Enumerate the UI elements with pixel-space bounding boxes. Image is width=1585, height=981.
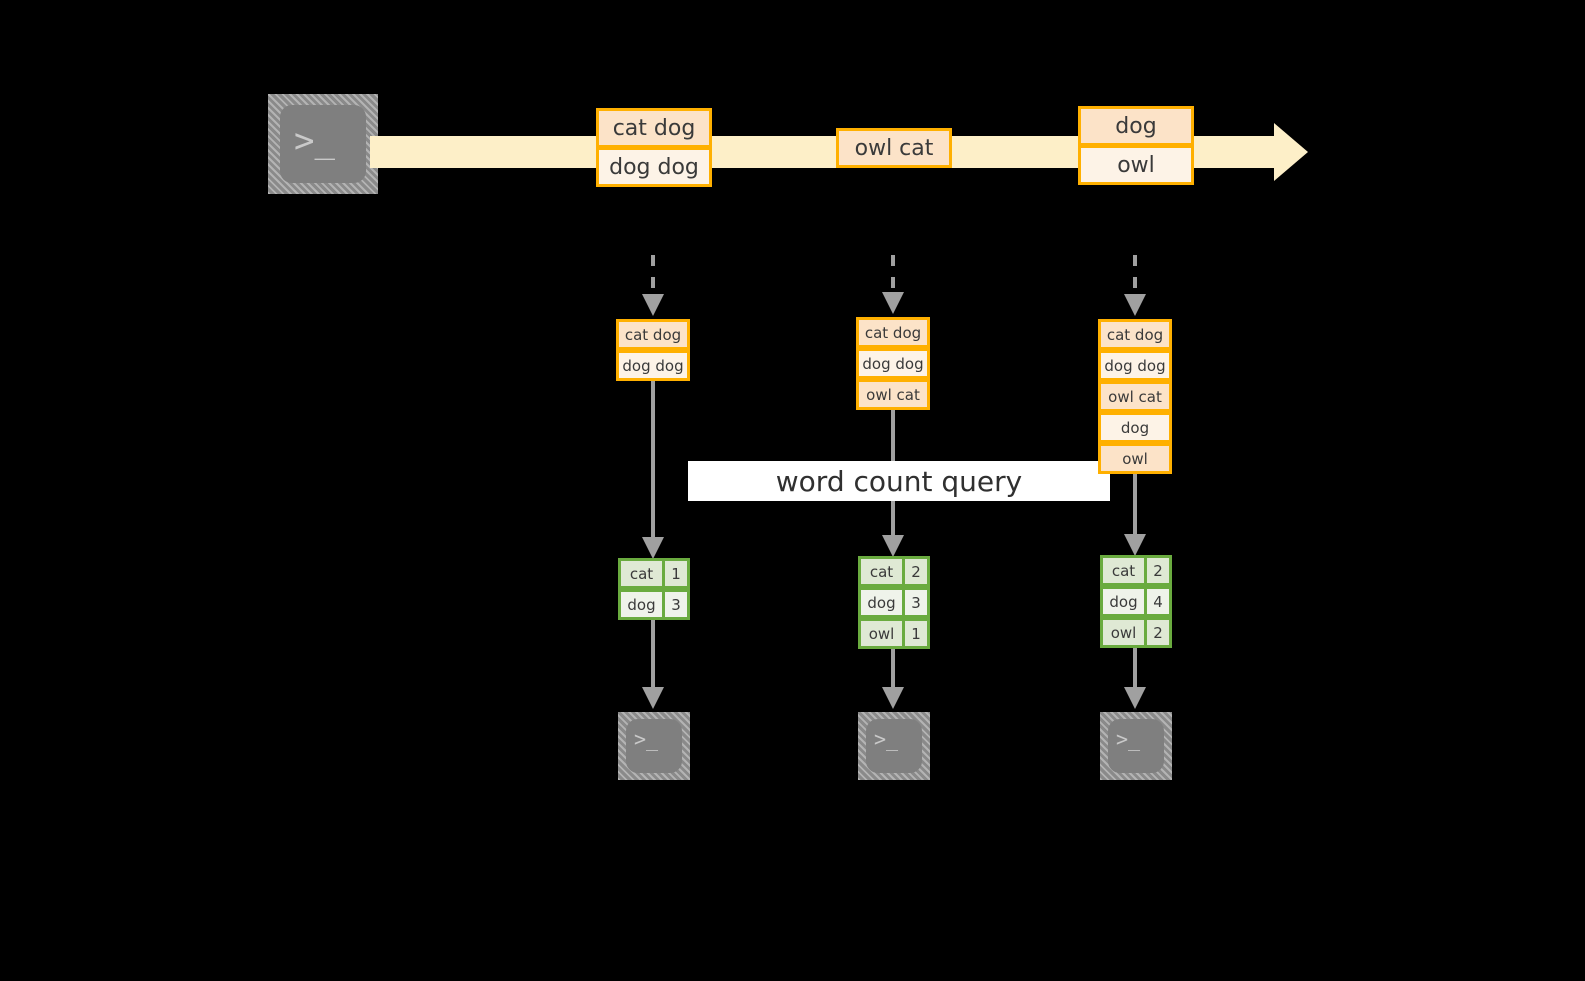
trigger-input-line	[1133, 255, 1137, 295]
result-word: dog	[1103, 589, 1148, 614]
stream-record: dog	[1078, 106, 1194, 146]
stream-record: owl	[1078, 145, 1194, 185]
result-word: cat	[861, 559, 906, 584]
trigger-input-record: cat dog	[856, 317, 930, 348]
query-connector-line	[1133, 474, 1137, 546]
trigger-input-arrowhead	[882, 292, 904, 314]
trigger-input-record: cat dog	[616, 319, 690, 350]
sink-connector-line	[1133, 648, 1137, 689]
trigger-input-record: cat dog	[1098, 319, 1172, 350]
terminal-prompt-glyph: >_	[874, 727, 899, 751]
trigger-input-record: owl cat	[1098, 381, 1172, 412]
sink-connector-line	[891, 649, 895, 689]
result-word: owl	[861, 621, 906, 646]
trigger-input-record: owl	[1098, 443, 1172, 474]
result-word: dog	[861, 590, 906, 615]
query-banner: word count query	[688, 461, 1110, 501]
terminal-body	[626, 719, 682, 773]
terminal-body	[866, 719, 922, 773]
trigger-input-arrowhead	[642, 294, 664, 316]
terminal-body	[1108, 719, 1164, 773]
result-table-row: owl 1	[858, 618, 930, 649]
result-table-row: dog 4	[1100, 586, 1172, 617]
stream-record: owl cat	[836, 128, 952, 168]
result-word: cat	[1103, 558, 1148, 583]
stream-record: dog dog	[596, 147, 712, 187]
result-table-row: owl 2	[1100, 617, 1172, 648]
trigger-input-record: dog dog	[1098, 350, 1172, 381]
result-count: 3	[671, 595, 681, 614]
result-table-row: cat 2	[1100, 555, 1172, 586]
result-count: 1	[671, 564, 681, 583]
trigger-input-record: dog dog	[616, 350, 690, 381]
sink-connector-line	[651, 620, 655, 688]
result-table-row: cat 1	[618, 558, 690, 589]
result-word: owl	[1103, 620, 1148, 645]
query-connector-arrowhead	[1124, 534, 1146, 556]
result-table-row: dog 3	[618, 589, 690, 620]
sink-terminal-icon: >_	[618, 712, 690, 780]
query-connector-arrowhead	[642, 537, 664, 559]
terminal-prompt-glyph: >_	[294, 121, 335, 161]
sink-connector-arrowhead	[642, 687, 664, 709]
result-count: 2	[1153, 561, 1163, 580]
result-count: 4	[1153, 592, 1163, 611]
result-count: 1	[911, 624, 921, 643]
result-word: cat	[621, 561, 666, 586]
terminal-prompt-glyph: >_	[1116, 727, 1141, 751]
sink-connector-arrowhead	[1124, 687, 1146, 709]
terminal-body	[280, 105, 366, 183]
result-count: 2	[1153, 623, 1163, 642]
trigger-input-line	[891, 255, 895, 293]
sink-terminal-icon: >_	[1100, 712, 1172, 780]
query-connector-line	[651, 381, 655, 548]
result-table-row: dog 3	[858, 587, 930, 618]
sink-terminal-icon: >_	[858, 712, 930, 780]
result-count: 3	[911, 593, 921, 612]
trigger-input-record: owl cat	[856, 379, 930, 410]
stream-arrow-head	[1274, 123, 1308, 181]
source-terminal-icon: >_	[268, 94, 378, 194]
terminal-prompt-glyph: >_	[634, 727, 659, 751]
result-word: dog	[621, 592, 666, 617]
trigger-input-line	[651, 255, 655, 295]
stream-record: cat dog	[596, 108, 712, 148]
trigger-input-arrowhead	[1124, 294, 1146, 316]
sink-connector-arrowhead	[882, 687, 904, 709]
trigger-input-record: dog	[1098, 412, 1172, 443]
trigger-input-record: dog dog	[856, 348, 930, 379]
result-table-row: cat 2	[858, 556, 930, 587]
result-count: 2	[911, 562, 921, 581]
query-connector-arrowhead	[882, 535, 904, 557]
